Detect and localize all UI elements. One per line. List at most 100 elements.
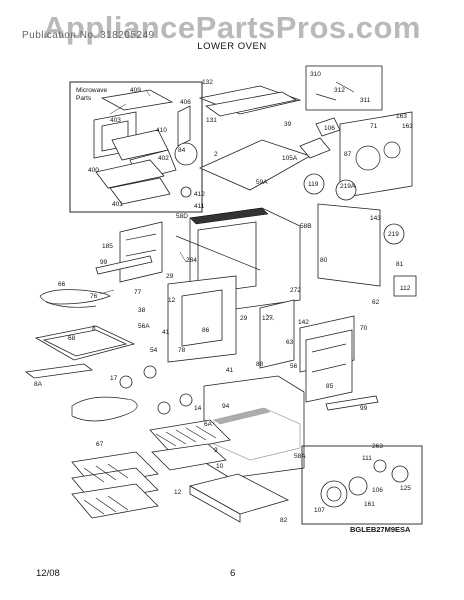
label-105A: 105A [282, 155, 298, 162]
label-272: 272 [290, 287, 301, 294]
label-410: 410 [156, 127, 167, 134]
label-9: 9 [214, 447, 218, 454]
label-125: 125 [400, 485, 411, 492]
label-77: 77 [134, 289, 142, 296]
label-402: 402 [158, 155, 169, 162]
label-310: 310 [310, 71, 321, 78]
label-132: 132 [202, 79, 213, 86]
label-99: 99 [100, 259, 108, 266]
part-84-callout [174, 142, 198, 166]
label-56A: 56A [138, 323, 150, 330]
part-17-knob [119, 375, 133, 389]
label-41b: 41 [226, 367, 234, 374]
part-2 [199, 139, 311, 191]
label-81: 81 [396, 261, 404, 268]
label-62: 62 [372, 299, 380, 306]
label-17a: 17 [110, 375, 118, 382]
label-80: 80 [320, 257, 328, 264]
label-2: 2 [214, 151, 218, 158]
label-401: 401 [112, 201, 123, 208]
part-111 [373, 459, 387, 473]
label-6A: 6A [204, 421, 213, 428]
label-143: 143 [370, 215, 381, 222]
label-284: 284 [186, 257, 197, 264]
cavity-door-opening [197, 221, 257, 295]
label-311: 311 [360, 97, 371, 104]
convection-fan-inset [301, 445, 423, 525]
model-code: BGLEB27M9ESA [350, 525, 411, 534]
part-71 [339, 111, 413, 199]
front-frame-opening [181, 289, 223, 347]
label-111: 111 [362, 455, 372, 462]
label-131: 131 [206, 117, 217, 124]
part-112 [393, 275, 417, 297]
label-161: 161 [364, 501, 375, 508]
label-12: 12 [168, 297, 176, 304]
label-78: 78 [178, 347, 186, 354]
label-163a: 163 [396, 113, 407, 120]
label-400: 400 [88, 167, 99, 174]
label-263: 263 [372, 443, 383, 450]
label-82: 82 [280, 517, 288, 524]
label-409: 409 [130, 87, 141, 94]
label-66: 66 [58, 281, 66, 288]
label-8A: 8A [34, 381, 43, 388]
label-39: 39 [284, 121, 292, 128]
label-219A: 219A [340, 183, 356, 190]
label-94: 94 [222, 403, 230, 410]
label-56: 56 [290, 363, 298, 370]
label-106: 106 [324, 125, 335, 132]
part-109 [348, 476, 368, 496]
label-403: 403 [110, 117, 121, 124]
label-412: 412 [194, 191, 205, 198]
microwave-inset-box [69, 81, 203, 213]
label-185: 185 [102, 243, 113, 250]
label-127: 127 [262, 315, 273, 322]
label-86: 86 [202, 327, 210, 334]
label-58D: 58D [176, 213, 188, 220]
label-106b: 106 [372, 487, 383, 494]
part-131 [205, 91, 298, 117]
watermark: AppliancePartsPros.com [43, 10, 421, 45]
part-99-right [325, 395, 379, 411]
part-70 [305, 329, 353, 403]
label-70: 70 [360, 325, 368, 332]
label-29b: 29 [240, 315, 248, 322]
part-412 [180, 186, 192, 198]
label-58A: 58A [294, 453, 306, 460]
inset-title-2: Parts [76, 95, 92, 102]
label-63: 63 [286, 339, 294, 346]
part-56 [259, 299, 295, 369]
label-10: 10 [216, 463, 224, 470]
label-71: 71 [370, 123, 378, 130]
label-163b: 163 [402, 123, 413, 130]
part-54-knob [143, 365, 157, 379]
footer-date: 12/08 [36, 568, 60, 579]
part-107-fan [320, 480, 348, 508]
label-59A: 59A [256, 179, 268, 186]
part-82-side [189, 485, 241, 523]
part-17b-knob [157, 401, 171, 415]
inset-title-1: Microwave [76, 87, 107, 94]
part-58B-panel [317, 203, 381, 287]
part-401 [109, 177, 171, 205]
part-310-box [305, 65, 383, 111]
label-68: 68 [68, 335, 76, 342]
label-14: 14 [194, 405, 202, 412]
part-185 [119, 221, 163, 283]
oven-rack-6A [149, 419, 231, 453]
part-66 [39, 289, 111, 305]
label-58B: 58B [300, 223, 312, 230]
part-9-broil-pan [151, 443, 227, 471]
label-142: 142 [298, 319, 309, 326]
footer-page: 6 [230, 568, 236, 579]
label-8: 8 [92, 325, 96, 332]
label-99b: 99 [360, 405, 368, 412]
section-title: LOWER OVEN [197, 41, 267, 52]
label-219: 219 [388, 231, 399, 238]
part-number-labels: 409 406 403 410 402 400 401 132 131 310 … [34, 71, 413, 524]
part-219-callout [383, 223, 405, 245]
label-41a: 41 [162, 329, 170, 336]
label-76: 76 [90, 293, 98, 300]
